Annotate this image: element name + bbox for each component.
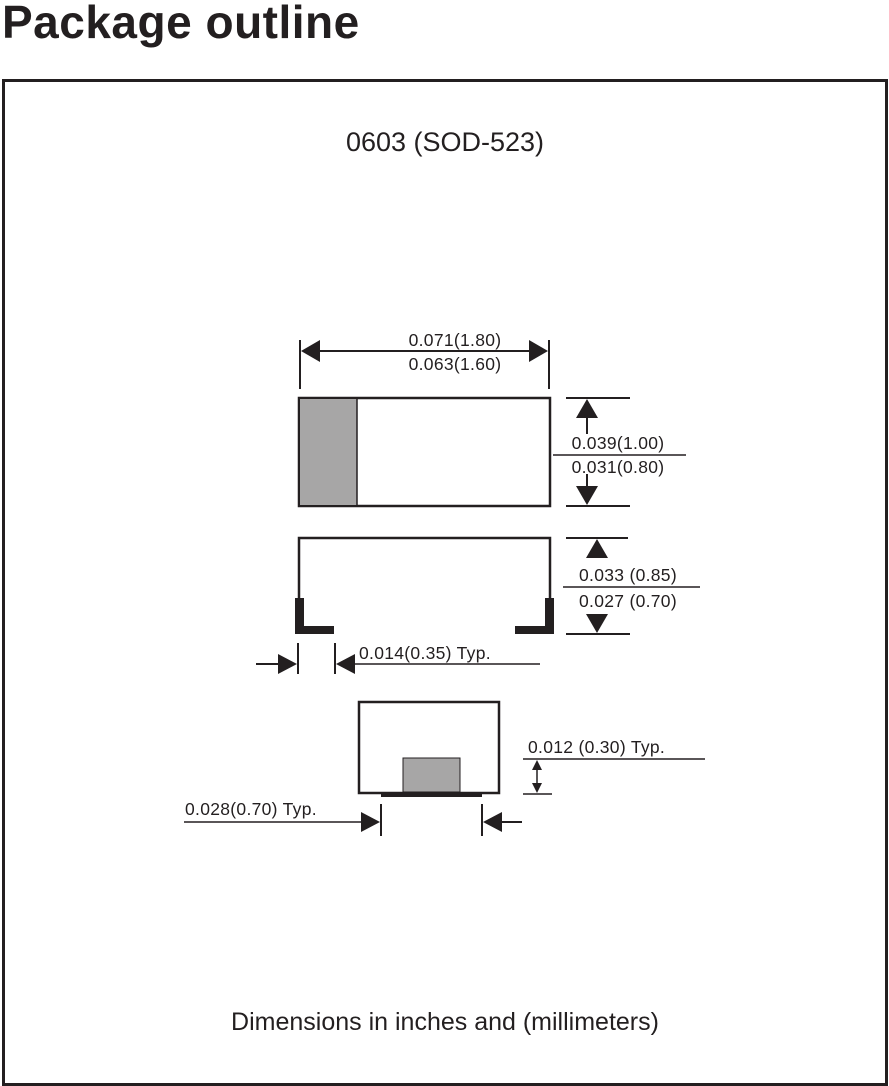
package-name: 0603 (SOD-523): [346, 127, 544, 157]
side-view-body: [297, 536, 552, 626]
end-view-terminal: [402, 757, 461, 793]
length-arrow-right: [529, 340, 548, 362]
page-title: Package outline: [2, 0, 360, 48]
width-arrow-up: [576, 399, 598, 418]
terminal-height-arrow-up: [532, 760, 542, 770]
terminal-width-label: 0.028(0.70) Typ.: [185, 799, 317, 819]
cathode-band: [300, 399, 357, 505]
terminal-height-arrow-down: [532, 783, 542, 793]
terminal-length-label: 0.014(0.35) Typ.: [359, 643, 491, 663]
length-arrow-left: [301, 340, 320, 362]
height-max-label: 0.033 (0.85): [579, 565, 677, 585]
end-view-pad: [381, 792, 482, 797]
right-terminal: [515, 598, 554, 634]
footer-note: Dimensions in inches and (millimeters): [231, 1008, 659, 1036]
terminal-height-label: 0.012 (0.30) Typ.: [528, 737, 665, 757]
side-view: [256, 536, 700, 674]
length-min-label: 0.063(1.60): [409, 354, 502, 374]
height-arrow-up: [586, 539, 608, 558]
left-terminal: [295, 598, 334, 634]
end-view: [184, 700, 705, 836]
terminal-width-arrow-left: [483, 812, 502, 832]
terminal-width-arrow-right: [361, 812, 380, 832]
terminal-length-arrow-left: [336, 654, 355, 674]
diagram-frame: [2, 79, 888, 1086]
height-min-label: 0.027 (0.70): [579, 591, 677, 611]
height-arrow-down: [586, 614, 608, 633]
width-min-label: 0.031(0.80): [572, 457, 665, 477]
length-max-label: 0.071(1.80): [409, 330, 502, 350]
top-view: [297, 340, 686, 508]
width-max-label: 0.039(1.00): [572, 433, 665, 453]
terminal-length-arrow-right: [278, 654, 297, 674]
width-arrow-down: [576, 486, 598, 505]
